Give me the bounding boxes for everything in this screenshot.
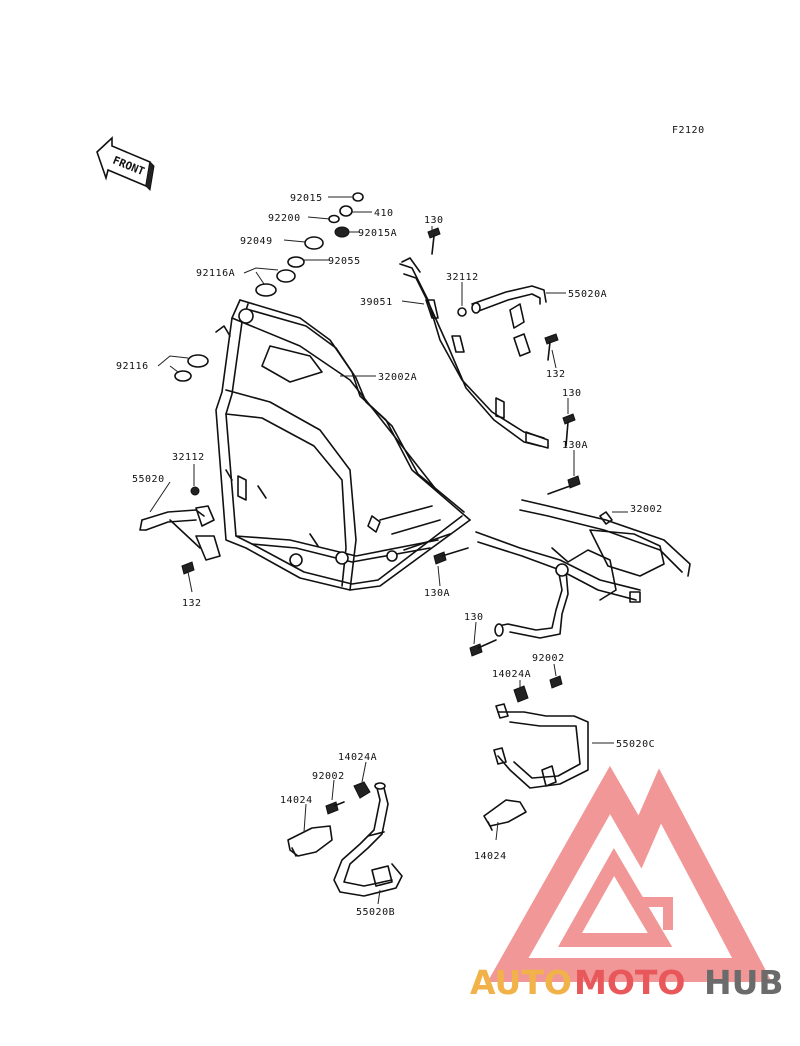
- callout-92015: 92015: [290, 193, 323, 204]
- crash-bar-55020C: [493, 703, 589, 789]
- bolts: [181, 227, 581, 815]
- callout-55020C: 55020C: [616, 739, 655, 750]
- watermark-text: AUTO MOTO HUB: [470, 963, 784, 1002]
- callout-410: 410: [374, 208, 394, 219]
- watermark-logo: [487, 765, 772, 982]
- callout-92015A: 92015A: [358, 228, 397, 239]
- steering-head-parts: [174, 192, 364, 382]
- brackets-14024: [287, 685, 529, 857]
- callout-32112-left: 32112: [172, 452, 205, 463]
- callout-130-top: 130: [424, 215, 444, 226]
- callout-55020B: 55020B: [356, 907, 395, 918]
- watermark-moto: MOTO: [574, 963, 685, 1002]
- callout-32002: 32002: [630, 504, 663, 515]
- callout-92116: 92116: [116, 361, 149, 372]
- crash-bar-55020B: [333, 782, 403, 897]
- figure-code: F2120: [672, 125, 705, 136]
- callout-14024A-right: 14024A: [492, 669, 531, 680]
- crash-bar-55020: [139, 505, 221, 561]
- callout-14024A-left: 14024A: [338, 752, 377, 763]
- callout-92116A: 92116A: [196, 268, 235, 279]
- callout-32002A: 32002A: [378, 372, 417, 383]
- callout-labels: 92015 410 92200 92015A 92049 92055 92116…: [116, 193, 663, 918]
- watermark-auto: AUTO: [470, 963, 572, 1002]
- callout-130-mid: 130: [562, 388, 582, 399]
- callout-14024-right: 14024: [474, 851, 507, 862]
- callout-92200: 92200: [268, 213, 301, 224]
- main-frame-32002A: [215, 299, 471, 591]
- callout-130A-right: 130A: [562, 440, 588, 451]
- callout-32112-top: 32112: [446, 272, 479, 283]
- callout-92002-left: 92002: [312, 771, 345, 782]
- callout-14024-left: 14024: [280, 795, 313, 806]
- callout-39051: 39051: [360, 297, 393, 308]
- callout-92049: 92049: [240, 236, 273, 247]
- front-down-tube: [399, 257, 549, 449]
- callout-132-right: 132: [546, 369, 566, 380]
- callout-55020A: 55020A: [568, 289, 607, 300]
- watermark-hub: HUB: [704, 963, 784, 1002]
- front-arrow-icon: FRONT: [96, 136, 155, 192]
- crash-bar-55020A: [457, 285, 547, 357]
- callout-55020: 55020: [132, 474, 165, 485]
- callout-132-left: 132: [182, 598, 202, 609]
- callout-92055: 92055: [328, 256, 361, 267]
- callout-130A-bottom: 130A: [424, 588, 450, 599]
- callout-92002-right: 92002: [532, 653, 565, 664]
- leader-lines: [149, 196, 628, 905]
- callout-130-low: 130: [464, 612, 484, 623]
- rear-frame-32002: [475, 499, 691, 639]
